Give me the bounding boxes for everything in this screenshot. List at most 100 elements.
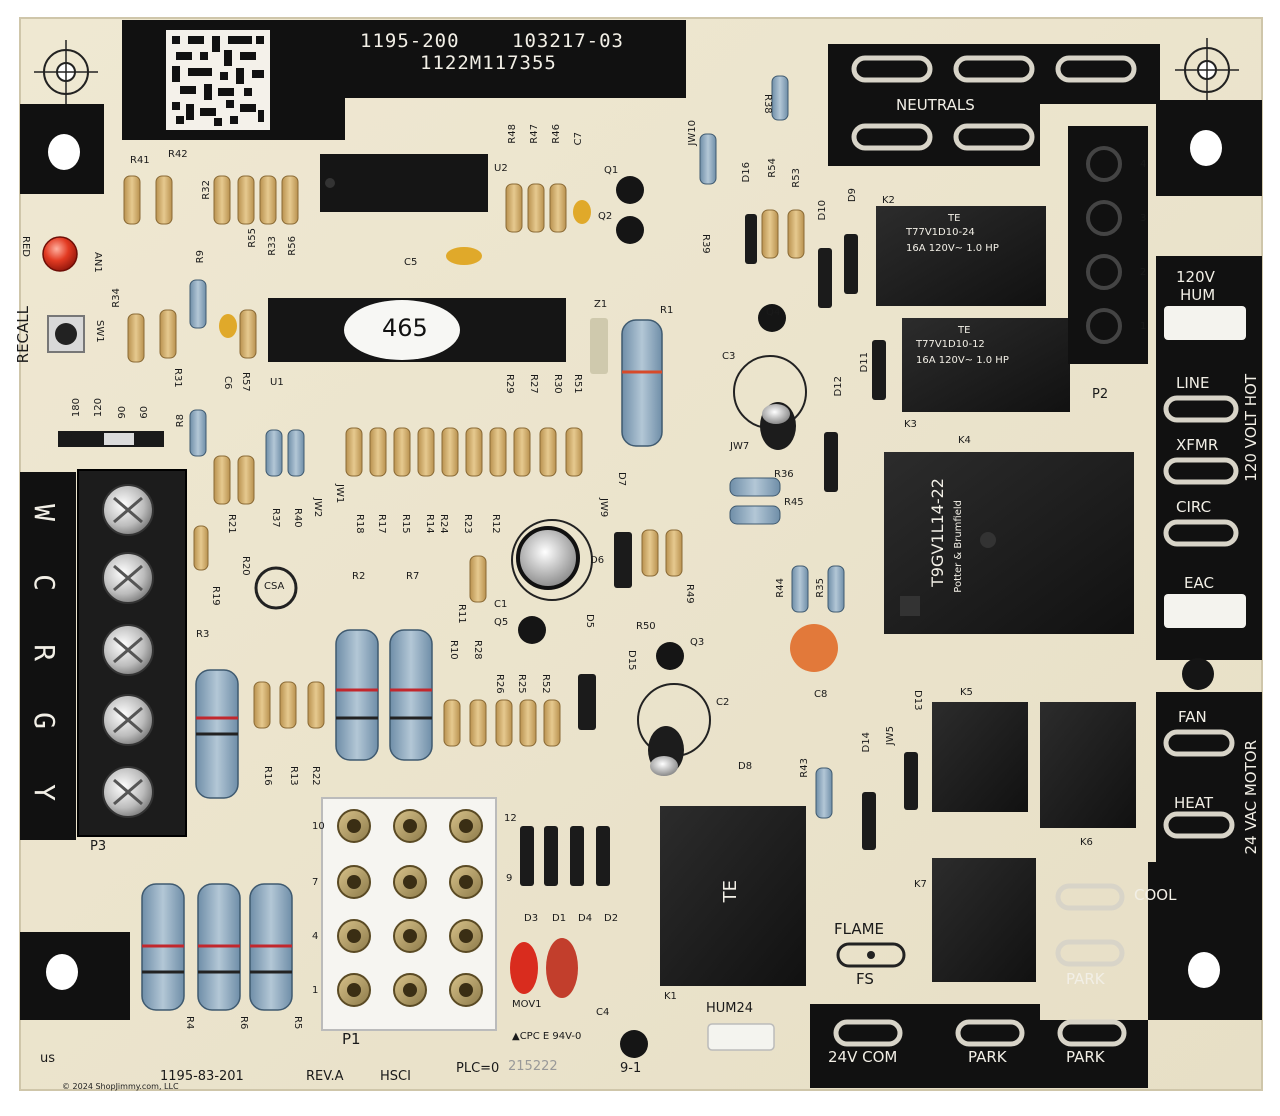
- ref-d2: D2: [604, 913, 619, 924]
- ref-r9: R9: [195, 250, 206, 264]
- motor-24vac-label: 24 VAC MOTOR: [1242, 740, 1260, 855]
- ic-u2: [320, 154, 488, 212]
- p2-pin-1: 1: [1140, 321, 1147, 332]
- ref-r39: R39: [700, 234, 711, 254]
- ref-u2: U2: [494, 163, 508, 174]
- jumper-option-120: 120: [93, 398, 104, 418]
- k2-rating: 16A 120V~ 1.0 HP: [906, 243, 999, 254]
- ref-d6: D6: [590, 555, 605, 566]
- qr-code: [166, 30, 270, 130]
- ref-r45: R45: [784, 497, 804, 508]
- ref-z1: Z1: [594, 299, 608, 310]
- p2-pin-4: 4: [1140, 159, 1147, 170]
- ref-r23: R23: [462, 514, 473, 534]
- ref-r30: R30: [552, 374, 563, 394]
- ref-d16: D16: [741, 162, 752, 183]
- ref-r12: R12: [490, 514, 501, 534]
- ref-r38: R38: [762, 94, 773, 114]
- mount-pad-right-top: [1156, 100, 1262, 196]
- terminal-r-label: R: [27, 644, 61, 661]
- ref-r10: R10: [448, 640, 459, 660]
- p4-label: P4: [62, 433, 75, 444]
- p1-pin-1: 1: [312, 985, 319, 996]
- k1-brand: TE: [720, 880, 741, 903]
- ref-r50: R50: [636, 621, 656, 632]
- diode-row-12: 12: [504, 813, 517, 824]
- jumper-option-90: 90: [117, 406, 128, 419]
- ref-r53: R53: [791, 168, 802, 188]
- ref-c8: C8: [814, 689, 828, 700]
- connector-p2: [1068, 126, 1148, 364]
- relay-k5: [932, 702, 1028, 812]
- hsci-label: HSCI: [380, 1069, 411, 1084]
- resistor-bands: [142, 370, 662, 974]
- revision-label: REV.A: [306, 1069, 344, 1084]
- ref-r43: R43: [799, 758, 810, 778]
- ref-c7: C7: [573, 132, 584, 146]
- eac-terminal-label: EAC: [1184, 574, 1214, 592]
- k4-brand: Potter & Brumfield: [953, 500, 964, 593]
- ref-r54: R54: [767, 158, 778, 178]
- jumper-option-180: 180: [71, 398, 82, 418]
- ref-r32: R32: [201, 180, 212, 200]
- recall-button[interactable]: [47, 315, 85, 353]
- board-code: 103217-03: [512, 30, 624, 52]
- ref-r24: R24: [438, 514, 449, 534]
- p2-pin-3: 3: [1140, 213, 1147, 224]
- park-terminal-label-1: PARK: [1066, 970, 1105, 988]
- ref-q1: Q1: [604, 165, 619, 176]
- csa-mark: [254, 566, 298, 610]
- ref-jw5: JW5: [885, 726, 896, 746]
- blue-resistors: [189, 75, 845, 819]
- ref-r17: R17: [376, 514, 387, 534]
- led-color-label: RED: [20, 236, 31, 257]
- ref-r34: R34: [111, 288, 122, 308]
- com24-terminal-label: 24V COM: [828, 1048, 898, 1066]
- xfmr-terminal-label: XFMR: [1176, 436, 1219, 454]
- ref-r14: R14: [424, 514, 435, 534]
- ref-r22: R22: [310, 766, 321, 786]
- ref-q3: Q3: [690, 637, 705, 648]
- thermostat-terminal-strip: [20, 469, 187, 840]
- ref-r20: R20: [240, 556, 251, 576]
- speed-jumper-header[interactable]: [58, 431, 164, 447]
- sticker-label: 465: [382, 314, 428, 342]
- relay-k1: [660, 806, 806, 986]
- transistors: [518, 176, 1214, 1058]
- ref-k1: K1: [664, 991, 677, 1002]
- relay-k6: [1040, 702, 1136, 828]
- p1-pin-7: 7: [312, 877, 319, 888]
- diodes: [520, 214, 918, 886]
- electrolytic-capacitors: [511, 355, 807, 776]
- ref-r52: R52: [540, 674, 551, 694]
- ref-r4: R4: [184, 1016, 195, 1030]
- ref-r48: R48: [507, 124, 518, 144]
- ref-c2: C2: [716, 697, 730, 708]
- terminal-c-label: C: [27, 574, 61, 591]
- hum24-connector: [707, 1023, 775, 1051]
- ref-d5: D5: [584, 614, 595, 629]
- low-voltage-terminal-column: [810, 692, 1262, 1088]
- p1-label: P1: [342, 1030, 361, 1048]
- ref-d7: D7: [616, 472, 627, 487]
- mounting-hole-top-left: [34, 40, 98, 104]
- ref-r37: R37: [270, 508, 281, 528]
- ref-jw2: JW2: [312, 498, 323, 518]
- flame-sense-terminal: [836, 942, 906, 968]
- ref-r1: R1: [660, 305, 674, 316]
- ref-r15: R15: [400, 514, 411, 534]
- ref-r41: R41: [130, 155, 150, 166]
- led-ref: AN1: [92, 252, 103, 273]
- ref-jw10: JW10: [687, 120, 698, 146]
- ref-jw7: JW7: [730, 441, 750, 452]
- mount-pad-bottom-right: [1148, 920, 1262, 1020]
- ref-u1: U1: [270, 377, 284, 388]
- ref-r44: R44: [775, 578, 786, 598]
- ref-r3: R3: [196, 629, 210, 640]
- mount-pad-bottom-left: [20, 932, 130, 1020]
- ref-r36: R36: [774, 469, 794, 480]
- terminal-g-label: G: [27, 712, 61, 729]
- ref-k4: K4: [958, 435, 971, 446]
